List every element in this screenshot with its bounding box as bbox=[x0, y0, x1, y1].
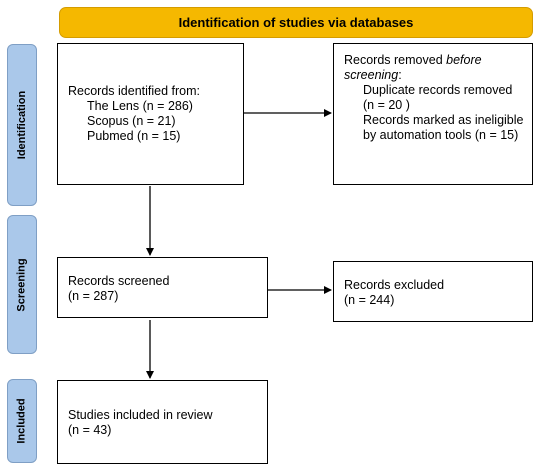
records-removed-heading-cont: screening: bbox=[344, 68, 522, 83]
records-removed-heading-end: : bbox=[398, 68, 402, 82]
records-removed-box: Records removed before screening: Duplic… bbox=[333, 43, 533, 185]
records-removed-heading: Records removed before bbox=[344, 53, 522, 68]
header-title: Identification of studies via databases bbox=[178, 15, 414, 30]
records-excluded-box: Records excluded (n = 244) bbox=[333, 261, 533, 322]
source-pubmed: Pubmed (n = 15) bbox=[87, 129, 181, 143]
studies-included-count: (n = 43) bbox=[68, 423, 112, 437]
studies-included-label: Studies included in review bbox=[68, 408, 213, 422]
header-banner: Identification of studies via databases bbox=[59, 7, 533, 38]
records-identified-box: Records identified from: The Lens (n = 2… bbox=[57, 43, 244, 185]
records-screened-box: Records screened (n = 287) bbox=[57, 257, 268, 318]
phase-identification: Identification bbox=[7, 44, 37, 206]
source-lens: The Lens (n = 286) bbox=[87, 99, 193, 113]
phase-included: Included bbox=[7, 379, 37, 463]
records-identified-heading: Records identified from: bbox=[68, 84, 201, 98]
source-scopus: Scopus (n = 21) bbox=[87, 114, 176, 128]
studies-included-box: Studies included in review (n = 43) bbox=[57, 380, 268, 464]
records-excluded-count: (n = 244) bbox=[344, 293, 395, 307]
records-removed-heading-em: before bbox=[446, 53, 482, 67]
records-screened-label: Records screened bbox=[68, 274, 170, 288]
ineligible-count: by automation tools (n = 15) bbox=[363, 128, 519, 142]
records-removed-heading-start: Records removed bbox=[344, 53, 447, 67]
records-screened-count: (n = 287) bbox=[68, 289, 119, 303]
duplicates-removed-count: (n = 20 ) bbox=[363, 98, 410, 112]
ineligible-label: Records marked as ineligible bbox=[363, 113, 524, 127]
duplicates-removed-label: Duplicate records removed bbox=[363, 83, 513, 97]
phase-screening: Screening bbox=[7, 215, 37, 354]
records-excluded-label: Records excluded bbox=[344, 278, 445, 292]
records-removed-heading-em2: screening bbox=[344, 68, 399, 82]
